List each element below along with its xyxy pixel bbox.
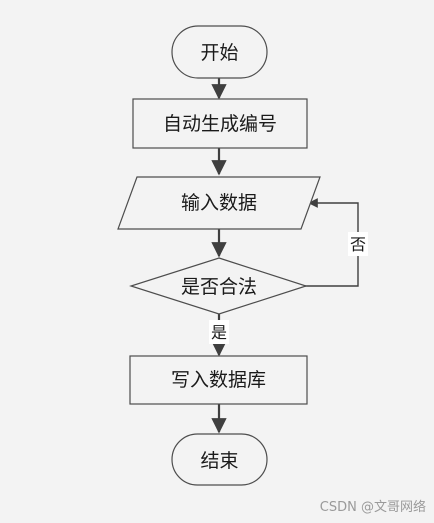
validity-decision-node: 是否合法 (129, 257, 308, 315)
generate-id-node: 自动生成编号 (132, 98, 308, 149)
write-db-node: 写入数据库 (129, 355, 308, 405)
start-terminator-shape (171, 25, 268, 79)
validity-decision-shape (129, 257, 308, 315)
validity-decision-label: 是否合法 (181, 276, 257, 298)
start-node: 开始 (171, 25, 268, 79)
write-db-label: 写入数据库 (171, 369, 266, 391)
input-data-node: 输入数据 (117, 176, 321, 230)
input-data-label: 输入数据 (181, 192, 257, 214)
csdn-watermark: CSDN @文哥网络 (319, 500, 426, 515)
generate-id-process-shape (132, 98, 308, 149)
end-terminator-shape (171, 433, 268, 486)
end-node: 结束 (171, 433, 268, 486)
end-label: 结束 (200, 450, 238, 472)
generate-id-label: 自动生成编号 (163, 113, 277, 135)
yes-label-background (209, 320, 229, 344)
no-label-background (348, 232, 368, 256)
yes-edge-label: 是 (209, 320, 229, 344)
no-label-text: 否 (350, 235, 366, 254)
start-label: 开始 (200, 42, 238, 64)
no-edge-label: 否 (348, 232, 368, 256)
input-data-io-shape (117, 176, 321, 230)
write-db-process-shape (129, 355, 308, 405)
yes-label-text: 是 (211, 323, 227, 342)
